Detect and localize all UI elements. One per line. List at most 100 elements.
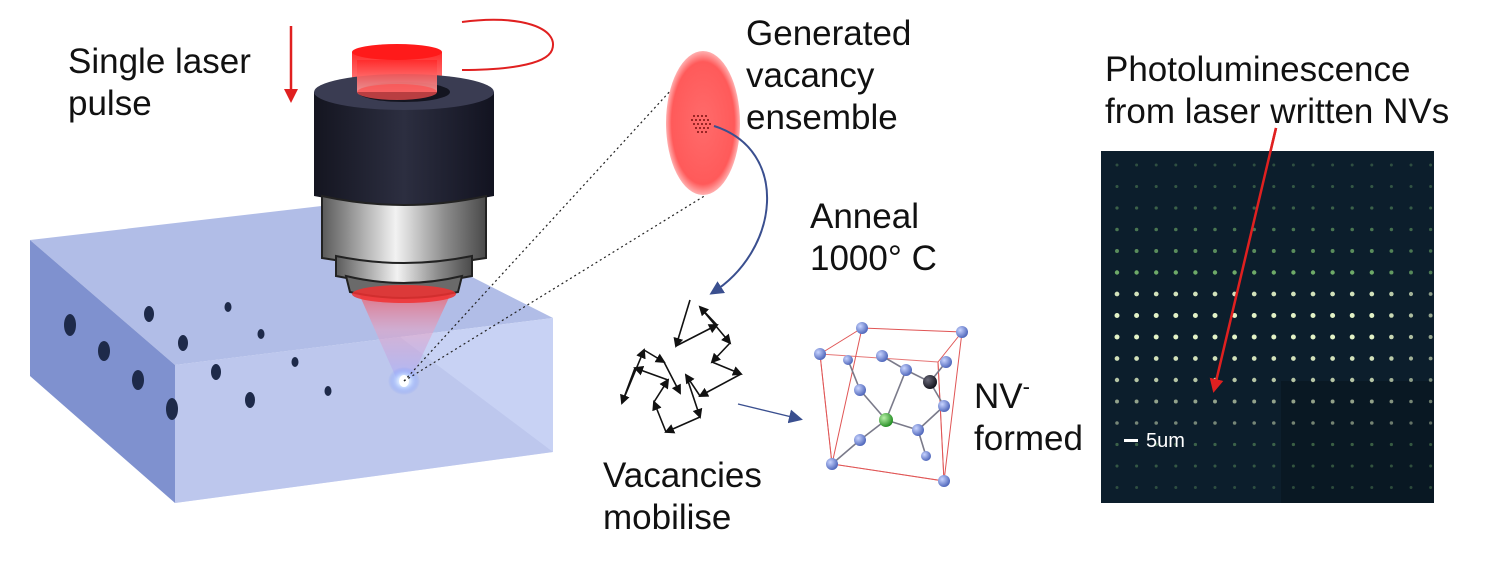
scale-bar xyxy=(1124,439,1138,442)
anneal-label: Anneal 1000° C xyxy=(810,196,937,280)
pl-spot xyxy=(1232,227,1237,232)
pl-spot xyxy=(1428,356,1433,361)
pl-spot xyxy=(1428,378,1433,382)
pl-spot xyxy=(1271,270,1276,275)
scale-bar-label: 5um xyxy=(1146,430,1185,452)
pl-spot xyxy=(1370,227,1374,232)
pl-spot xyxy=(1428,313,1433,318)
pl-spot xyxy=(1331,163,1335,167)
pl-spot xyxy=(1174,486,1178,489)
pl-spot xyxy=(1311,206,1315,210)
pl-spot xyxy=(1271,249,1276,253)
pl-spot xyxy=(1173,377,1178,383)
pl-spot xyxy=(1350,442,1354,447)
pl-spot xyxy=(1330,270,1335,275)
pl-spot xyxy=(1311,399,1315,404)
pl-spot xyxy=(1330,377,1335,383)
pl-spot xyxy=(1330,334,1336,340)
pl-spot xyxy=(1311,442,1315,447)
pl-spot xyxy=(1193,227,1198,232)
pl-spot xyxy=(1311,486,1315,489)
pl-spot xyxy=(1154,464,1158,468)
pl-spot xyxy=(1154,249,1159,253)
pl-spot xyxy=(1154,377,1159,383)
pl-spot xyxy=(1428,421,1433,425)
pl-spot xyxy=(1272,442,1276,447)
pl-spot xyxy=(1428,227,1433,232)
pl-spot xyxy=(1232,356,1237,361)
pl-spot xyxy=(1291,227,1296,232)
pl-spot xyxy=(1174,421,1178,425)
pl-spot xyxy=(1409,442,1413,447)
pl-spot xyxy=(1389,291,1394,297)
pl-spot xyxy=(1114,270,1120,275)
pl-spot xyxy=(1428,335,1433,339)
pl-spot xyxy=(1193,249,1198,253)
pl-spot xyxy=(1233,163,1237,167)
pl-spot xyxy=(1389,356,1394,361)
pl-spot xyxy=(1251,334,1257,340)
pl-spot xyxy=(1213,184,1217,189)
pl-spot xyxy=(1252,442,1256,447)
pl-spot xyxy=(1134,377,1139,383)
pl-spot xyxy=(1114,313,1120,318)
pl-spot xyxy=(1330,313,1336,318)
pl-spot xyxy=(1389,486,1393,489)
pl-spot xyxy=(1134,356,1139,361)
pl-spot xyxy=(1291,249,1296,253)
pl-spot xyxy=(1409,206,1413,210)
pl-spot xyxy=(1429,486,1433,489)
pl-spot xyxy=(1370,421,1374,425)
pl-spot xyxy=(1370,442,1374,447)
pl-spot xyxy=(1369,399,1374,404)
pl-spot xyxy=(1272,227,1276,232)
pl-spot xyxy=(1134,421,1139,425)
pl-spot xyxy=(1153,313,1159,318)
pl-spot xyxy=(1154,184,1158,189)
pl-spot xyxy=(1429,206,1433,210)
pl-spot xyxy=(1251,313,1257,318)
pl-spot xyxy=(1310,291,1316,297)
pl-spot xyxy=(1291,356,1296,361)
pl-spot xyxy=(1409,378,1413,382)
pl-spot xyxy=(1409,249,1413,253)
pl-spot xyxy=(1252,249,1257,253)
pl-spot xyxy=(1252,227,1256,232)
pl-spot xyxy=(1193,291,1198,297)
anneal-line-1: Anneal xyxy=(810,197,919,236)
pl-spot xyxy=(1271,377,1276,383)
pl-spot xyxy=(1370,184,1374,189)
pl-spot xyxy=(1232,442,1237,447)
pl-spot xyxy=(1135,464,1139,468)
pl-spot xyxy=(1331,464,1335,468)
pl-spot xyxy=(1251,291,1257,297)
pl-spot xyxy=(1212,356,1218,361)
pl-spot xyxy=(1212,270,1218,275)
pl-spot xyxy=(1252,486,1256,489)
pl-spot xyxy=(1135,163,1139,167)
pl-spot xyxy=(1232,206,1237,210)
vacancy-ensemble-oval xyxy=(666,51,740,195)
pl-spot xyxy=(1134,227,1139,232)
pl-spot xyxy=(1291,421,1296,425)
pl-spot xyxy=(1114,291,1120,297)
pl-spot xyxy=(1232,313,1238,318)
pl-spot xyxy=(1272,464,1276,468)
pl-spot xyxy=(1428,292,1433,296)
vacancy-ensemble-label: Generated vacancy ensemble xyxy=(746,13,911,139)
pl-spot xyxy=(1310,356,1316,361)
pl-spot xyxy=(1272,421,1276,425)
pl-spot xyxy=(1252,377,1257,383)
laser-pulse-label: Single laser pulse xyxy=(68,41,251,125)
pl-spot xyxy=(1193,163,1197,167)
pl-spot xyxy=(1174,464,1178,468)
pl-spot xyxy=(1212,313,1218,318)
pl-spot xyxy=(1310,334,1316,340)
vacancy-random-walk xyxy=(620,299,743,434)
laser-pulse-line-2: pulse xyxy=(68,84,152,123)
pl-spot xyxy=(1193,356,1198,361)
pl-spot xyxy=(1330,291,1335,297)
nv-charge: - xyxy=(1022,374,1030,399)
pl-spot xyxy=(1311,249,1315,253)
pl-spot xyxy=(1369,377,1374,383)
